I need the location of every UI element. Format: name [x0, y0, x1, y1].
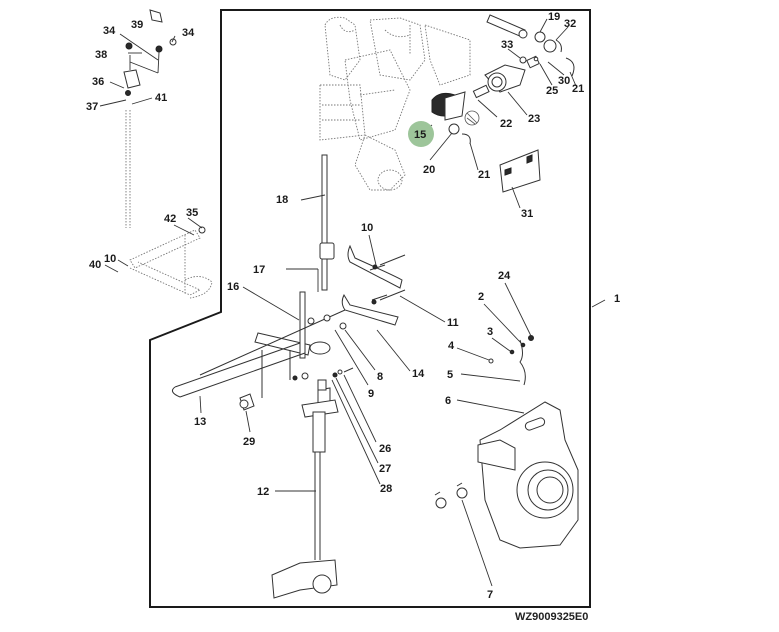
callout-17[interactable]: 17	[253, 264, 265, 276]
callout-12[interactable]: 12	[257, 486, 269, 498]
callout-29[interactable]: 29	[243, 436, 255, 448]
callout-14[interactable]: 14	[412, 368, 425, 380]
callout-21[interactable]: 21	[478, 169, 490, 181]
callout-42[interactable]: 42	[164, 213, 176, 225]
decal-plate	[499, 149, 541, 193]
callout-32[interactable]: 32	[564, 18, 576, 30]
callout-2[interactable]: 2	[478, 291, 484, 303]
callout-3[interactable]: 3	[487, 326, 493, 338]
callout-40[interactable]: 40	[89, 259, 101, 271]
callout-22[interactable]: 22	[500, 118, 512, 130]
callout-9[interactable]: 9	[368, 388, 374, 400]
callout-15-highlight[interactable]	[408, 121, 434, 147]
handle-assembly	[171, 154, 406, 599]
callout-37[interactable]: 37	[86, 101, 98, 113]
callout-4[interactable]: 4	[448, 340, 455, 352]
callout-7[interactable]: 7	[487, 589, 493, 601]
callout-20[interactable]: 20	[423, 164, 435, 176]
callout-13[interactable]: 13	[194, 416, 206, 428]
hose-fitting-assembly	[431, 14, 575, 145]
callout-24[interactable]: 24	[498, 270, 511, 282]
callout-31[interactable]: 31	[521, 208, 533, 220]
callout-labels: 39 34 34 38 36 37 41 35 42 10 40 18 10 1…	[86, 11, 620, 601]
hitch-bracket-ghost	[129, 226, 213, 299]
callout-16[interactable]: 16	[227, 281, 239, 293]
drawing-reference-code: WZ9009325E0	[515, 611, 588, 623]
callout-33[interactable]: 33	[501, 39, 513, 51]
callout-27[interactable]: 27	[379, 463, 391, 475]
callout-25[interactable]: 25	[546, 85, 558, 97]
callout-11[interactable]: 11	[447, 317, 459, 329]
callout-5[interactable]: 5	[447, 369, 453, 381]
valve-subassembly	[123, 9, 177, 228]
callout-28[interactable]: 28	[380, 483, 392, 495]
callout-41[interactable]: 41	[155, 92, 167, 104]
callout-38[interactable]: 38	[95, 49, 107, 61]
spring-linkage	[488, 335, 534, 386]
main-assembly-frame	[149, 9, 591, 608]
blower-housing	[434, 401, 579, 549]
callout-34[interactable]: 34	[182, 27, 195, 39]
callout-35[interactable]: 35	[186, 207, 198, 219]
callout-8[interactable]: 8	[377, 371, 383, 383]
callout-1[interactable]: 1	[614, 293, 620, 305]
callout-6[interactable]: 6	[445, 395, 451, 407]
callout-30[interactable]: 30	[558, 75, 570, 87]
leader-lines	[99, 18, 606, 587]
callout-39[interactable]: 39	[131, 19, 143, 31]
pump-housing-ghost	[319, 16, 471, 191]
callout-10[interactable]: 10	[361, 222, 373, 234]
callout-23[interactable]: 23	[528, 113, 540, 125]
callout-19[interactable]: 19	[548, 11, 560, 23]
callout-26[interactable]: 26	[379, 443, 391, 455]
callout-36[interactable]: 36	[92, 76, 104, 88]
callout-15[interactable]: 15	[414, 129, 426, 141]
callout-10[interactable]: 10	[104, 253, 116, 265]
callout-18[interactable]: 18	[276, 194, 288, 206]
callout-21[interactable]: 21	[572, 83, 584, 95]
callout-34[interactable]: 34	[103, 25, 116, 37]
